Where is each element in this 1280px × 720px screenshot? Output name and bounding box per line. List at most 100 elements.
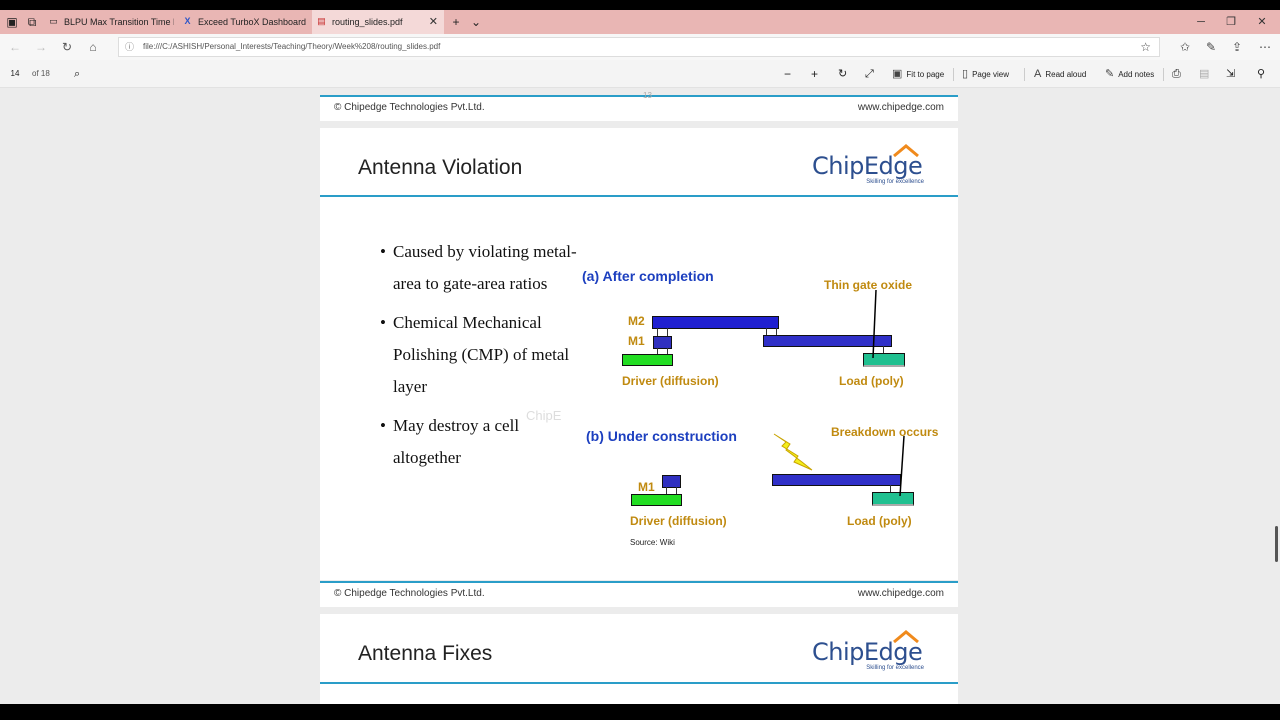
logo-mark-icon	[893, 144, 919, 158]
new-tab-icon[interactable]: +	[452, 15, 460, 29]
tab-label: BLPU Max Transition Time R	[64, 17, 174, 27]
tab-list-chevron-icon[interactable]: ⌄	[470, 15, 482, 29]
fit-to-page-button[interactable]: ▣Fit to page	[892, 65, 944, 83]
m1-pad-a	[653, 336, 672, 349]
thin-gate-oxide-label: Thin gate oxide	[824, 278, 913, 292]
title-divider	[320, 195, 958, 197]
slide-footer: © Chipedge Technologies Pvt.Ltd. www.chi…	[320, 581, 958, 607]
bullet-item: Caused by violating metal-area to gate-a…	[380, 236, 580, 300]
restore-button[interactable]: ❐	[1226, 16, 1236, 28]
slide-antenna-fixes: Antenna Fixes ChipEdge Skilling for exce…	[320, 614, 958, 704]
forward-button[interactable]: →	[35, 40, 47, 54]
fit-to-page-label: Fit to page	[906, 70, 945, 79]
back-button[interactable]: ←	[9, 40, 21, 54]
favorite-star-icon[interactable]: ☆	[1140, 40, 1151, 54]
zoom-in-icon[interactable]: +	[811, 67, 819, 81]
pen-icon[interactable]: ✎	[1205, 40, 1217, 54]
pdf-viewer[interactable]: © Chipedge Technologies Pvt.Ltd. 13 www.…	[0, 88, 1280, 704]
slide-antenna-violation: Antenna Violation ChipEdge Skilling for …	[320, 128, 958, 580]
tab-label: routing_slides.pdf	[332, 17, 403, 27]
page-view-button[interactable]: ▯Page view	[962, 65, 1009, 83]
logo-tagline: Skilling for excellence	[866, 665, 924, 671]
save-as-icon[interactable]: ⇲	[1226, 68, 1236, 80]
page-number-input[interactable]: 14	[10, 69, 20, 78]
slide-title: Antenna Violation	[358, 156, 523, 179]
m1-pad-b	[662, 475, 681, 488]
slide-page-number: 13	[643, 91, 652, 100]
logo-text: ChipEdge	[812, 152, 923, 180]
contact-c	[666, 487, 677, 494]
x-logo-icon: X	[184, 16, 191, 26]
save-icon[interactable]: ▤	[1199, 68, 1210, 80]
browser-tab-bar: ▣ ⧉ ▭ BLPU Max Transition Time R X Excee…	[0, 10, 1280, 34]
bullet-item: May destroy a cell altogether	[380, 410, 580, 474]
bottom-frame	[0, 704, 1280, 720]
gate-oxide-pointer	[872, 290, 877, 359]
close-window-button[interactable]: ✕	[1257, 16, 1267, 28]
refresh-button[interactable]: ↻	[61, 40, 73, 54]
load-poly-label-a: Load (poly)	[839, 374, 904, 388]
contact-a	[657, 348, 668, 354]
chipedge-logo: ChipEdge Skilling for excellence	[812, 630, 924, 676]
more-icon[interactable]: ⋯	[1259, 40, 1271, 54]
prev-slide-footer: © Chipedge Technologies Pvt.Ltd. 13 www.…	[320, 91, 958, 121]
watermark-text: ChipE	[526, 408, 562, 423]
minimize-button[interactable]: ─	[1197, 16, 1205, 28]
breakdown-label: Breakdown occurs	[831, 425, 939, 439]
fit-page-icon: ▣	[892, 68, 903, 80]
tab-exceed-turbox[interactable]: X Exceed TurboX Dashboard	[178, 10, 308, 34]
source-label: Source: Wiki	[630, 538, 675, 547]
m1-label-b: M1	[638, 480, 655, 494]
title-divider	[320, 682, 958, 684]
add-notes-button[interactable]: ✎Add notes	[1105, 65, 1154, 83]
search-icon[interactable]: ⌕	[74, 68, 81, 80]
chipedge-logo: ChipEdge Skilling for excellence	[812, 144, 924, 190]
logo-text: ChipEdge	[812, 638, 923, 666]
notes-pen-icon: ✎	[1105, 68, 1115, 80]
home-button[interactable]: ⌂	[89, 40, 97, 54]
fullscreen-icon[interactable]: ⤢	[865, 68, 874, 80]
footer-website: www.chipedge.com	[857, 102, 944, 113]
via-a	[657, 328, 668, 336]
footer-website: www.chipedge.com	[857, 588, 944, 599]
page-view-label: Page view	[972, 70, 1009, 79]
driver-diffusion-label-a: Driver (diffusion)	[622, 374, 719, 388]
toolbar-divider	[1024, 68, 1025, 81]
footer-copyright: © Chipedge Technologies Pvt.Ltd.	[334, 588, 485, 599]
info-icon[interactable]: ⓘ	[125, 42, 135, 52]
driver-diffusion-b	[631, 494, 682, 506]
m2-label: M2	[628, 314, 645, 328]
read-aloud-icon: A	[1034, 68, 1042, 80]
driver-diffusion-label-b: Driver (diffusion)	[630, 514, 727, 528]
close-tab-icon[interactable]: ✕	[428, 16, 438, 28]
tab-routing-slides[interactable]: ▤ routing_slides.pdf ✕	[312, 10, 444, 34]
m1-wire-a	[763, 335, 892, 347]
address-bar-row: ← → ↻ ⌂ ⓘ file:///C:/ASHISH/Personal_Int…	[0, 34, 1280, 60]
print-icon[interactable]: ⎙	[1172, 68, 1181, 80]
bullet-item: Chemical Mechanical Polishing (CMP) of m…	[380, 307, 580, 403]
page-view-icon: ▯	[962, 68, 969, 80]
vertical-scrollbar[interactable]	[1275, 526, 1278, 562]
add-notes-label: Add notes	[1118, 70, 1155, 79]
tab-blpu[interactable]: ▭ BLPU Max Transition Time R	[44, 10, 174, 34]
rotate-icon[interactable]: ↻	[838, 68, 848, 80]
pin-icon[interactable]: ⚲	[1257, 68, 1266, 80]
antenna-diagram: (a) After completion Thin gate oxide M2 …	[560, 262, 956, 554]
window-menu-icon[interactable]: ▣	[6, 15, 18, 29]
url-text: file:///C:/ASHISH/Personal_Interests/Tea…	[143, 42, 441, 51]
diagram-a-title: (a) After completion	[582, 268, 714, 284]
page-total: of 18	[32, 69, 50, 78]
tab-overview-icon[interactable]: ⧉	[27, 15, 37, 29]
m1-label: M1	[628, 334, 645, 348]
page-icon: ▭	[49, 16, 58, 26]
logo-mark-icon	[893, 630, 919, 644]
favorites-icon[interactable]: ✩	[1179, 40, 1191, 54]
toolbar-divider	[1163, 68, 1164, 81]
share-icon[interactable]: ⇪	[1231, 40, 1243, 54]
bullet-list: Caused by violating metal-area to gate-a…	[380, 236, 580, 481]
address-field[interactable]: ⓘ file:///C:/ASHISH/Personal_Interests/T…	[118, 37, 1160, 57]
slide-title: Antenna Fixes	[358, 642, 493, 665]
zoom-out-icon[interactable]: −	[784, 67, 792, 81]
load-poly-b	[872, 492, 914, 506]
